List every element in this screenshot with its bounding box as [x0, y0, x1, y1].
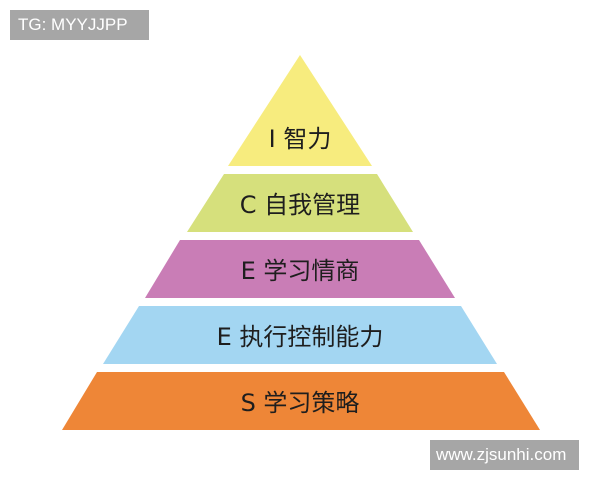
level-5-label: S 学习策略 — [241, 389, 360, 417]
level-4-label: E 执行控制能力 — [217, 323, 384, 351]
level-2-label: C 自我管理 — [240, 191, 360, 219]
pyramid-level-1: I 智力 — [228, 55, 372, 166]
level-5-shape — [62, 372, 540, 430]
level-3-label: E 学习情商 — [241, 257, 360, 285]
level-2-shape — [187, 174, 413, 232]
watermark-top-left: TG: MYYJJPP — [10, 10, 149, 40]
watermark-bottom-right: www.zjsunhi.com — [430, 440, 579, 470]
pyramid-level-2: C 自我管理 — [187, 174, 413, 232]
level-3-shape — [145, 240, 455, 298]
pyramid-level-3: E 学习情商 — [145, 240, 455, 298]
pyramid-level-4: E 执行控制能力 — [103, 306, 497, 364]
level-1-shape — [228, 55, 372, 166]
level-1-label: I 智力 — [269, 125, 332, 153]
level-4-shape — [103, 306, 497, 364]
pyramid-level-5: S 学习策略 — [62, 372, 540, 430]
